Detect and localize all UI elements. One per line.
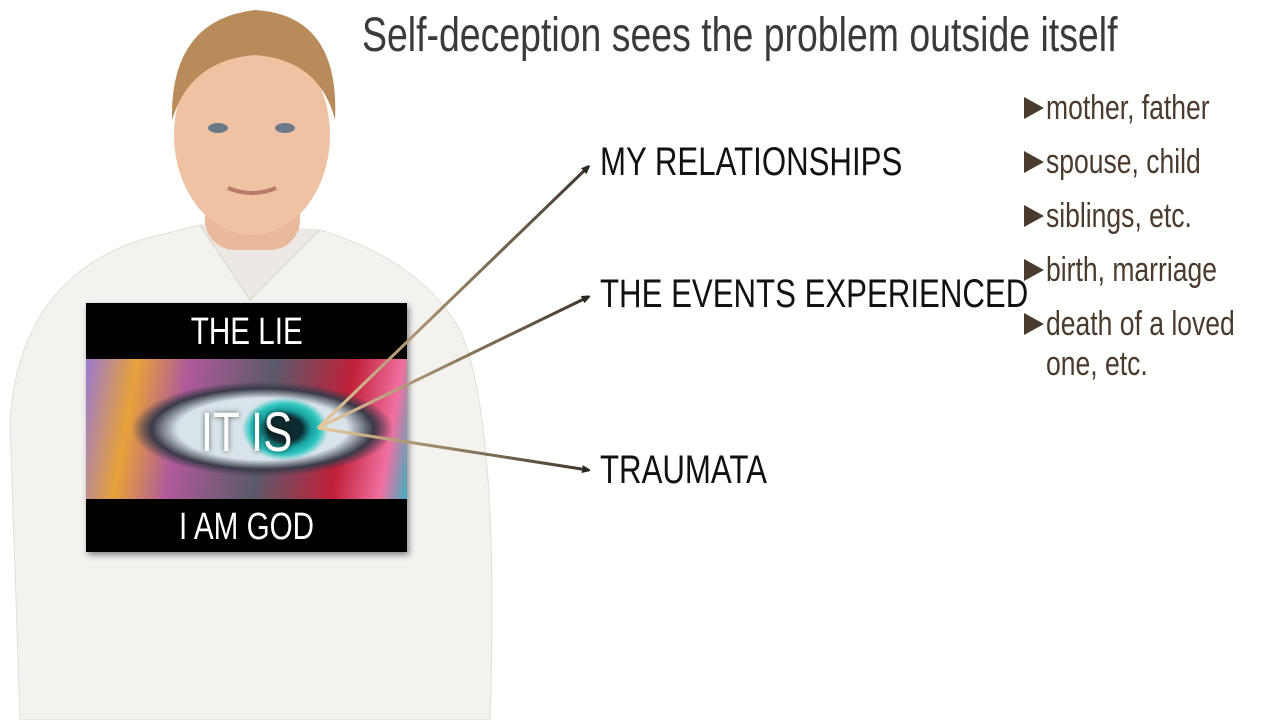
the-lie-card: THE LIE IT IS I AM GOD (86, 303, 407, 552)
list-item: mother, father (1024, 84, 1274, 138)
card-bottom-band: I AM GOD (86, 499, 407, 552)
list-item: birth, marriage (1024, 246, 1274, 300)
list-item: siblings, etc. (1024, 192, 1274, 246)
arrow-events (317, 297, 588, 430)
arrow-traumata (317, 426, 588, 470)
card-middle-text: IT IS (200, 400, 293, 463)
card-top-band: THE LIE (86, 303, 407, 359)
triangle-bullet-icon (1024, 259, 1044, 282)
triangle-bullet-icon (1024, 151, 1044, 174)
target-traumata: TRAUMATA (600, 448, 767, 492)
target-relationships: MY RELATIONSHIPS (600, 140, 903, 184)
list-item: spouse, child (1024, 138, 1274, 192)
mosaic-eye-image: IT IS (86, 359, 407, 499)
triangle-bullet-icon (1024, 97, 1044, 120)
list-item-continuation: one, etc. (1046, 345, 1148, 384)
arrow-relationships (316, 167, 588, 430)
list-item: death of a loved (1024, 300, 1274, 354)
triangle-bullet-icon (1024, 205, 1044, 228)
slide-title: Self-deception sees the problem outside … (362, 9, 1118, 62)
bullet-list: mother, father spouse, child siblings, e… (1024, 84, 1274, 394)
triangle-bullet-icon (1024, 313, 1044, 336)
target-events: THE EVENTS EXPERIENCED (600, 272, 1029, 316)
